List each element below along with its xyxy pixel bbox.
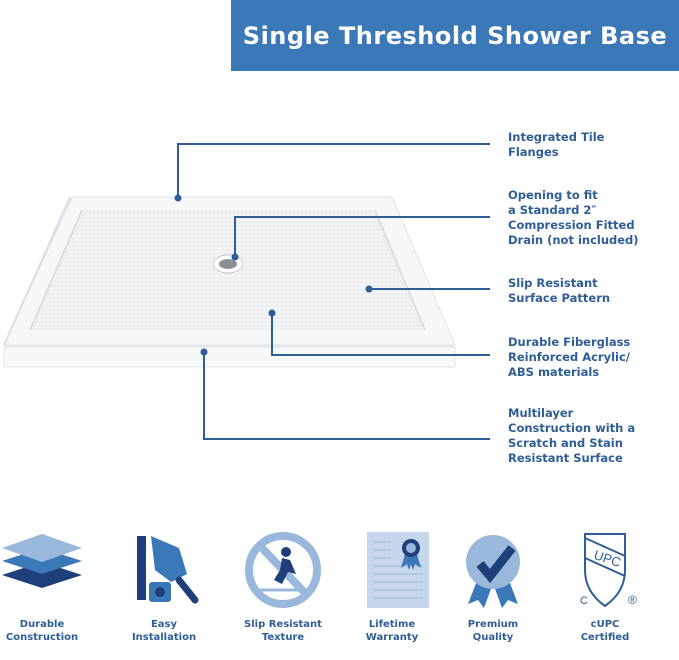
title-banner: Single Threshold Shower Base	[231, 0, 679, 71]
drain-icon	[212, 254, 244, 274]
certificate-icon	[367, 532, 429, 608]
callout-multilayer: Multilayer Construction with a Scratch a…	[508, 406, 636, 465]
shower-base-diagram	[3, 143, 490, 440]
shower-base-image	[3, 196, 456, 368]
callout-lines	[177, 143, 490, 440]
svg-text:UPC: UPC	[592, 547, 623, 570]
svg-text:®: ®	[628, 593, 637, 607]
callout-materials: Durable Fiberglass Reinforced Acrylic/ A…	[508, 335, 631, 379]
callout-tile-flanges: Integrated Tile Flanges	[508, 130, 605, 159]
page-title: Single Threshold Shower Base	[242, 21, 668, 50]
callout-drain-opening: Opening to fit a Standard 2″ Compression…	[508, 188, 639, 247]
callout-dots	[174, 194, 373, 356]
layers-icon	[2, 534, 82, 588]
svg-text:C: C	[580, 595, 588, 607]
upc-shield-icon: UPC C ®	[580, 533, 637, 608]
ribbon-check-icon	[466, 535, 520, 608]
tools-icon	[137, 536, 199, 604]
callout-slip-resistant: Slip Resistant Surface Pattern	[508, 276, 611, 305]
no-slip-icon	[245, 532, 321, 608]
